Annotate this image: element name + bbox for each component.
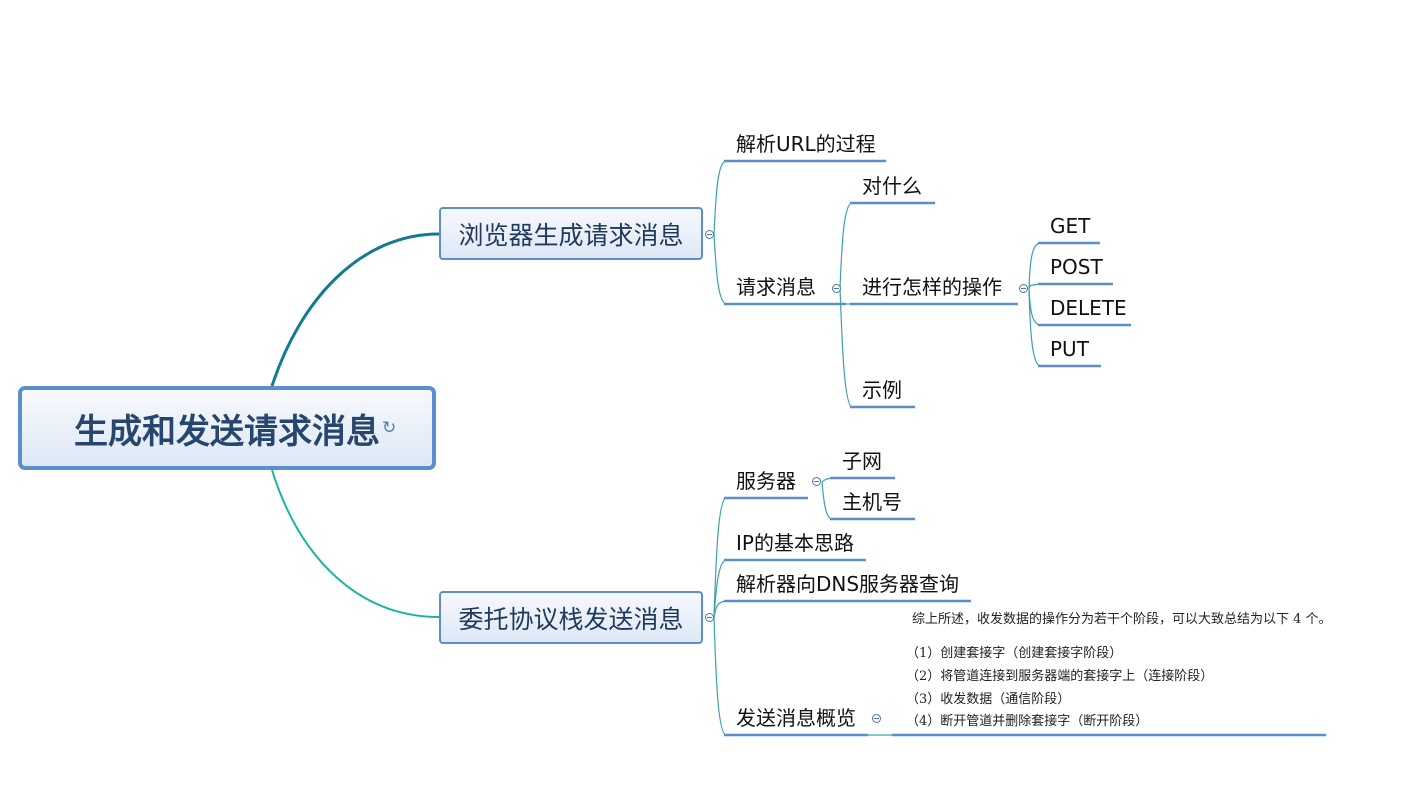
collapse-toggle-operation[interactable] [1019,284,1028,293]
note-step-2: （2）将管道连接到服务器端的套接字上（连接阶段） [906,669,1214,684]
connector-root-to-protocol [271,469,440,618]
connector-browser-to-request [713,233,727,305]
root-topic-label: 生成和发送请求消息 [74,411,380,452]
subtopic-host-number[interactable]: 主机号 [842,490,902,514]
method-put[interactable]: PUT [1050,337,1089,361]
connector-server-to-host [821,481,833,520]
collapse-toggle-browser[interactable] [705,230,714,239]
subtopic-subnet[interactable]: 子网 [842,449,882,473]
subtopic-ip-basic-idea[interactable]: IP的基本思路 [736,531,854,555]
connector-browser-to-parse-url [713,160,727,235]
connector-protocol-to-overview [713,616,727,736]
collapse-toggle-protocol[interactable] [705,613,714,622]
subtopic-example[interactable]: 示例 [862,378,902,402]
collapse-toggle-server[interactable] [812,477,821,486]
collapse-toggle-overview[interactable] [872,714,881,723]
topic-delegate-protocol-stack[interactable]: 委托协议栈发送消息 [439,591,703,644]
subtopic-send-overview[interactable]: 发送消息概览 [736,706,856,730]
note-step-3: （3）收发数据（通信阶段） [906,692,1071,707]
subtopic-request-message[interactable]: 请求消息 [736,275,816,299]
connector-protocol-to-ip [713,559,727,618]
method-post[interactable]: POST [1050,255,1103,279]
refresh-icon[interactable]: ↻ [382,418,397,438]
subtopic-operation[interactable]: 进行怎样的操作 [862,275,1002,299]
method-delete[interactable]: DELETE [1050,296,1127,320]
connector-protocol-to-server [713,497,727,618]
connector-root-to-browser [270,232,440,387]
note-intro: 综上所述，收发数据的操作分为若干个阶段，可以大致总结为以下 4 个。 [912,612,1332,627]
topic-label: 委托协议栈发送消息 [458,604,684,634]
connector-request-to-target [839,202,853,289]
note-step-1: （1）创建套接字（创建套接字阶段） [906,646,1123,661]
connector-request-to-example [839,287,853,408]
root-topic[interactable]: 生成和发送请求消息 [18,386,436,470]
connector-op-to-put [1028,287,1041,367]
subtopic-server[interactable]: 服务器 [736,469,796,493]
subtopic-target[interactable]: 对什么 [862,174,922,198]
note-step-4: （4）断开管道并删除套接字（断开阶段） [906,714,1149,729]
connector-op-to-get [1028,242,1041,289]
collapse-toggle-request[interactable] [832,284,841,293]
topic-label: 浏览器生成请求消息 [458,220,684,250]
subtopic-dns-query[interactable]: 解析器向DNS服务器查询 [736,572,960,596]
subtopic-parse-url[interactable]: 解析URL的过程 [736,132,876,156]
method-get[interactable]: GET [1050,214,1091,238]
topic-browser-generates-request[interactable]: 浏览器生成请求消息 [439,207,703,260]
connector-protocol-to-dns [713,600,727,618]
